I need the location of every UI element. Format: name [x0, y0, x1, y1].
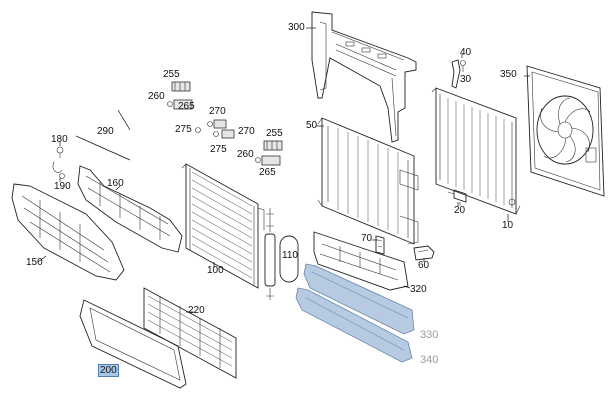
part-180-clip[interactable]	[56, 146, 64, 158]
fasteners-upper[interactable]	[167, 81, 283, 166]
label-350: 350	[500, 69, 517, 80]
part-340-air-guide[interactable]	[295, 287, 413, 363]
label-260-bottom: 260	[237, 149, 254, 160]
part-290-rod[interactable]	[75, 135, 131, 161]
label-255-bottom: 255	[266, 128, 283, 139]
label-330: 330	[420, 329, 439, 341]
label-20: 20	[454, 205, 466, 216]
part-110-dryer[interactable]	[264, 208, 299, 300]
label-110: 110	[282, 250, 298, 261]
label-260-top: 260	[148, 91, 165, 102]
part-60-bracket[interactable]	[413, 245, 435, 261]
label-40: 40	[460, 47, 472, 58]
part-200-grille-surround[interactable]	[79, 299, 187, 389]
part-190-clip[interactable]	[52, 161, 65, 179]
label-265-bottom: 265	[259, 167, 276, 178]
label-255-top: 255	[163, 69, 180, 80]
label-10: 10	[502, 220, 514, 231]
label-220: 220	[188, 305, 205, 316]
part-70-clip[interactable]	[375, 235, 385, 255]
part-300-front-carrier[interactable]	[311, 11, 417, 143]
part-150-lower-frame[interactable]	[11, 183, 125, 281]
part-160-grille-frame[interactable]	[77, 165, 183, 253]
label-160: 160	[107, 178, 124, 189]
part-100-condenser[interactable]	[181, 163, 265, 289]
part-50-radiator-module[interactable]	[317, 117, 419, 245]
label-275-bottom: 275	[210, 144, 227, 155]
part-40-bracket[interactable]	[451, 59, 466, 89]
part-220-louvre-grille[interactable]	[143, 287, 237, 379]
label-30: 30	[460, 74, 472, 85]
part-10-radiator[interactable]	[431, 87, 521, 215]
label-150: 150	[26, 257, 43, 268]
label-50: 50	[306, 120, 318, 131]
leader-lines	[37, 27, 530, 313]
label-290: 290	[97, 126, 114, 137]
label-275-top: 275	[175, 124, 192, 135]
label-270-bottom: 270	[238, 126, 255, 137]
label-190: 190	[54, 181, 71, 192]
part-350-fan-shroud[interactable]	[526, 65, 605, 197]
label-100: 100	[207, 265, 224, 276]
part-20-sensor[interactable]	[447, 189, 467, 206]
label-265-top: 265	[178, 101, 195, 112]
label-270-top: 270	[209, 106, 226, 117]
part-330-air-guide[interactable]	[303, 263, 415, 335]
label-300: 300	[288, 22, 305, 33]
label-320: 320	[410, 284, 427, 295]
label-180: 180	[51, 134, 68, 145]
label-340: 340	[420, 354, 439, 366]
label-70: 70	[361, 233, 373, 244]
part-320-lower-cover[interactable]	[313, 231, 409, 291]
label-60: 60	[418, 260, 430, 271]
label-200-highlighted[interactable]: 200	[98, 364, 119, 377]
